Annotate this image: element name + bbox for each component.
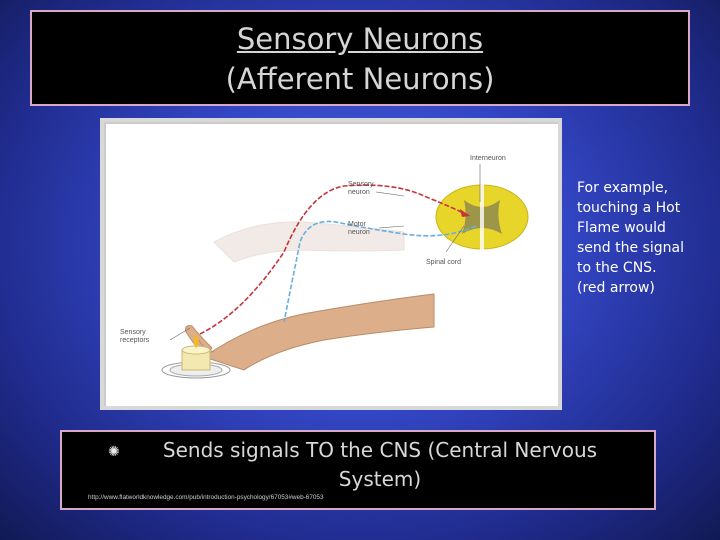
bullet-line-2: System) <box>338 467 422 491</box>
bullet-box: ✺ Sends signals TO the CNS (Central Nerv… <box>60 430 656 510</box>
title-box: Sensory Neurons (Afferent Neurons) <box>30 10 690 106</box>
sensory-neuron-path <box>199 184 471 335</box>
label-motor-neuron-2: neuron <box>348 229 370 236</box>
example-line: (red arrow) <box>577 280 655 296</box>
example-line: Flame would <box>577 220 666 236</box>
label-sensory-neuron-1: Sensory <box>348 181 374 188</box>
label-sensory-receptors-2: receptors <box>120 337 150 344</box>
candle-shape <box>161 334 231 379</box>
spinal-cord-shape <box>435 184 529 250</box>
label-sensory-receptors-1: Sensory <box>120 329 146 336</box>
bullet-line-1: Sends signals TO the CNS (Central Nervou… <box>162 438 598 462</box>
example-line: to the CNS. <box>577 260 657 276</box>
reflex-arc-illustration: Interneuron Sensory neuron Motor neuron … <box>120 155 529 379</box>
motor-neuron-path <box>283 220 477 323</box>
slide-title: Sensory Neurons <box>236 22 484 56</box>
faded-arm-shape <box>213 221 405 263</box>
arm-shape <box>185 293 435 371</box>
example-line: touching a Hot <box>577 200 681 216</box>
label-motor-neuron-1: Motor <box>348 221 367 228</box>
label-interneuron: Interneuron <box>470 155 506 162</box>
reflex-arc-figure: Interneuron Sensory neuron Motor neuron … <box>100 118 562 410</box>
label-sensory-neuron-2: neuron <box>348 189 370 196</box>
bullet-text: Sends signals TO the CNS (Central Nervou… <box>130 436 630 494</box>
example-text: For example, touching a Hot Flame would … <box>577 178 712 298</box>
example-line: send the signal <box>577 240 684 256</box>
flower-bullet-icon: ✺ <box>108 444 120 460</box>
label-spinal-cord: Spinal cord <box>426 259 461 266</box>
source-url: http://www.flatworldknowledge.com/pub/in… <box>88 494 324 501</box>
slide-subtitle: (Afferent Neurons) <box>225 62 495 96</box>
sensory-arrow-icon <box>460 209 470 217</box>
example-line: For example, <box>577 180 669 196</box>
